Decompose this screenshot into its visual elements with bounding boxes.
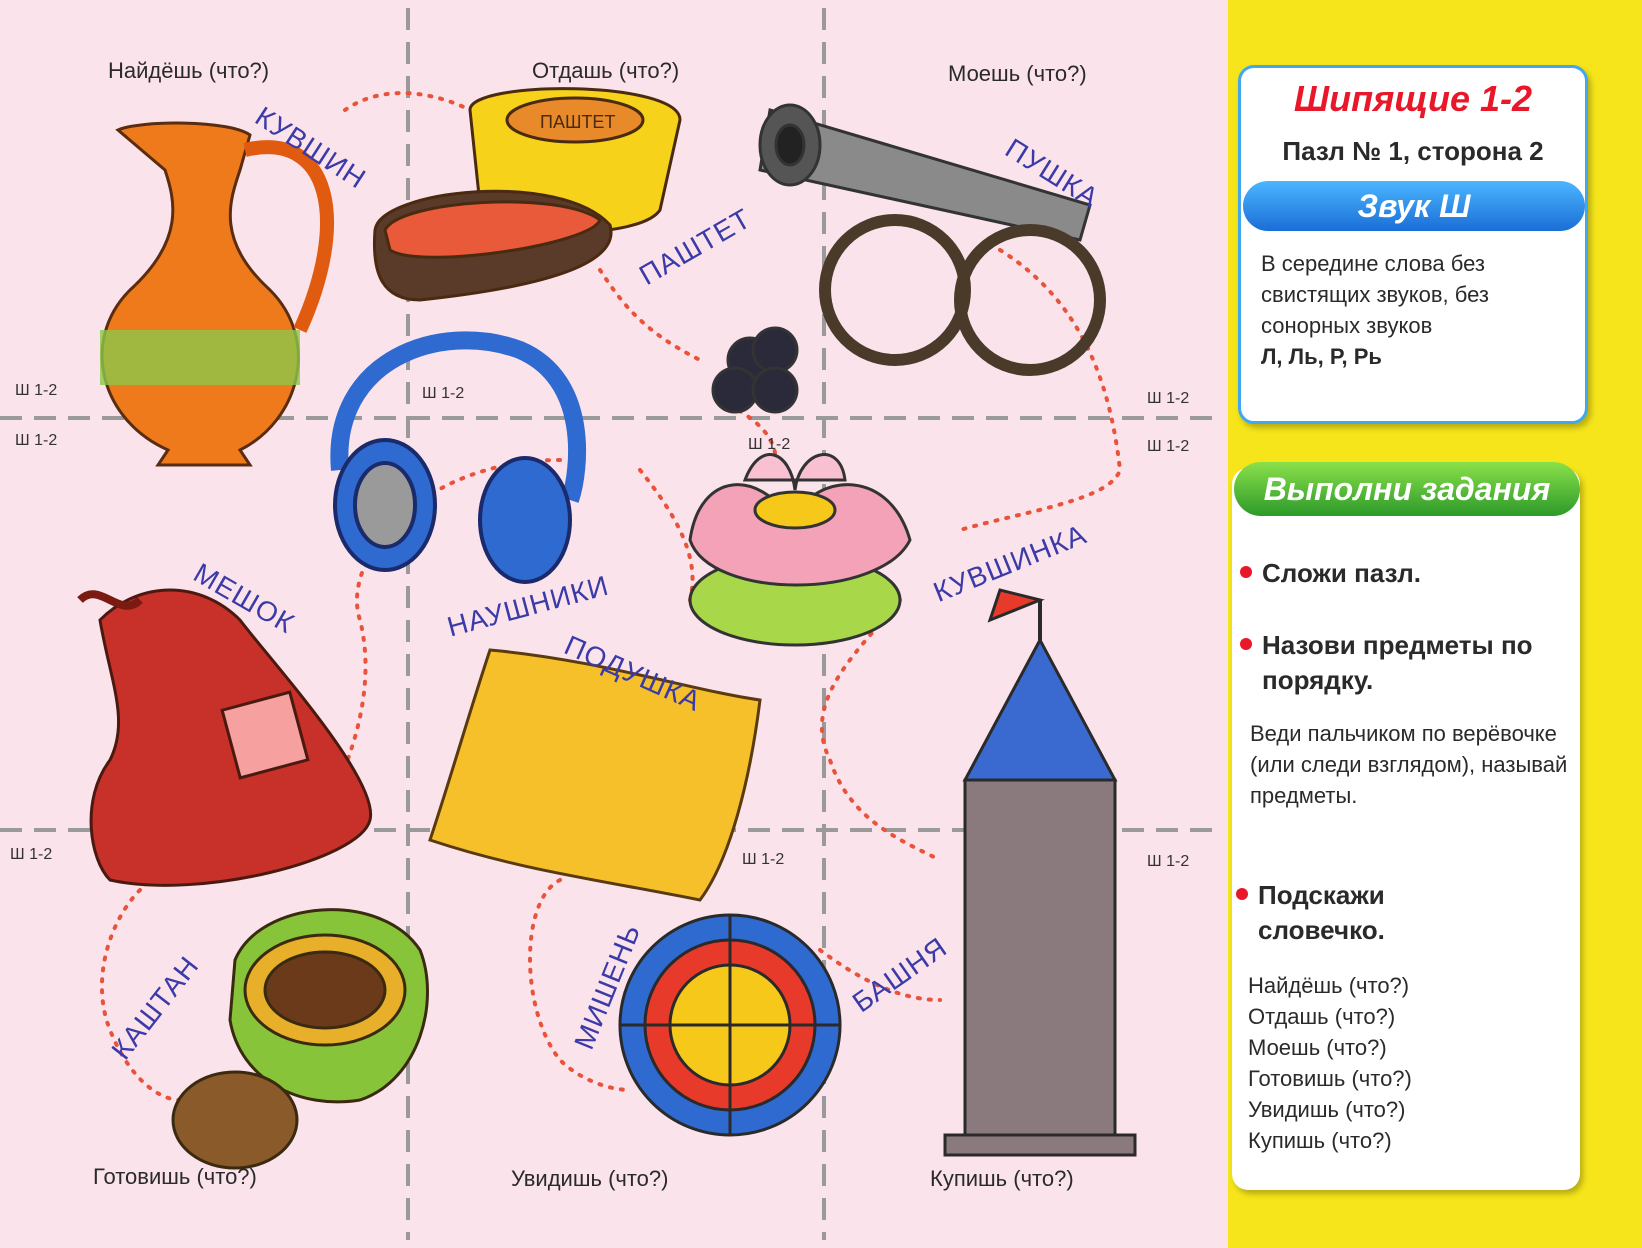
question-top-2: Отдашь (что?) [532, 58, 680, 83]
bag-illustration [77, 588, 373, 887]
piece-code: Ш 1-2 [15, 432, 58, 449]
tasks-panel: Выполни задания Сложи пазл. Назови предм… [1232, 462, 1580, 1190]
question-top-3: Моешь (что?) [948, 61, 1087, 86]
pillow-illustration [428, 648, 762, 902]
puzzle-illustration: ПАШТЕТ [0, 8, 1220, 1240]
question-bottom-1: Готовишь (что?) [93, 1164, 257, 1189]
tasks-banner: Выполни задания [1234, 462, 1580, 516]
task-2-text: Назови предметы по порядку. [1262, 630, 1533, 695]
question-item: Моешь (что?) [1248, 1035, 1387, 1060]
dotted-path [100, 91, 1123, 1102]
question-list: Найдёшь (что?) Отдашь (что?) Моешь (что?… [1248, 970, 1412, 1156]
sound-banner: Звук Ш [1243, 181, 1585, 231]
question-bottom-3: Купишь (что?) [930, 1166, 1074, 1191]
piece-code: Ш 1-2 [742, 851, 785, 868]
question-item: Найдёшь (что?) [1248, 973, 1410, 998]
question-top-1: Найдёшь (что?) [108, 58, 270, 83]
task-1-text: Сложи пазл. [1262, 558, 1421, 588]
chestnut-illustration [171, 908, 429, 1170]
piece-code: Ш 1-2 [1147, 438, 1190, 455]
bullet-icon [1240, 566, 1252, 578]
cannon-illustration [711, 103, 1106, 414]
question-item: Купишь (что?) [1248, 1128, 1392, 1153]
question-item: Увидишь (что?) [1248, 1097, 1406, 1122]
tower-illustration [943, 588, 1137, 1157]
pate-can-label: ПАШТЕТ [540, 112, 615, 132]
task-3-text: Подскажи словечко. [1258, 880, 1385, 945]
piece-code: Ш 1-2 [422, 385, 465, 402]
jug-illustration [100, 121, 334, 467]
task-3: Подскажи словечко. [1236, 878, 1458, 948]
puzzle-area: ПАШТЕТ [0, 0, 1228, 1248]
bullet-icon [1240, 638, 1252, 650]
headphones-illustration [330, 331, 587, 584]
question-item: Готовишь (что?) [1248, 1066, 1412, 1091]
topic-subtitle: Пазл № 1, сторона 2 [1282, 136, 1544, 166]
pate-illustration: ПАШТЕТ [372, 87, 682, 302]
topic-title: Шипящие 1-2 [1293, 78, 1533, 119]
target-illustration [618, 913, 842, 1137]
question-bottom-2: Увидишь (что?) [511, 1166, 669, 1191]
topic-description: В середине слова без свистящих звуков, б… [1261, 248, 1571, 372]
question-item: Отдашь (что?) [1248, 1004, 1396, 1029]
description-bold: Л, Ль, Р, Рь [1261, 344, 1382, 369]
task-2: Назови предметы по порядку. [1240, 628, 1552, 698]
task-2-note: Веди пальчиком по верёвочке (или следи в… [1250, 721, 1568, 808]
task-1: Сложи пазл. [1240, 556, 1421, 591]
piece-code: Ш 1-2 [748, 436, 791, 453]
piece-code: Ш 1-2 [10, 846, 53, 863]
piece-code: Ш 1-2 [1147, 390, 1190, 407]
piece-code: Ш 1-2 [1147, 853, 1190, 870]
water-lily-illustration [688, 453, 912, 647]
piece-code: Ш 1-2 [15, 382, 58, 399]
description-text: В середине слова без свистящих звуков, б… [1261, 251, 1489, 338]
bullet-icon [1236, 888, 1248, 900]
topic-panel: Шипящие 1-2 Пазл № 1, сторона 2 Звук Ш В… [1238, 65, 1588, 424]
